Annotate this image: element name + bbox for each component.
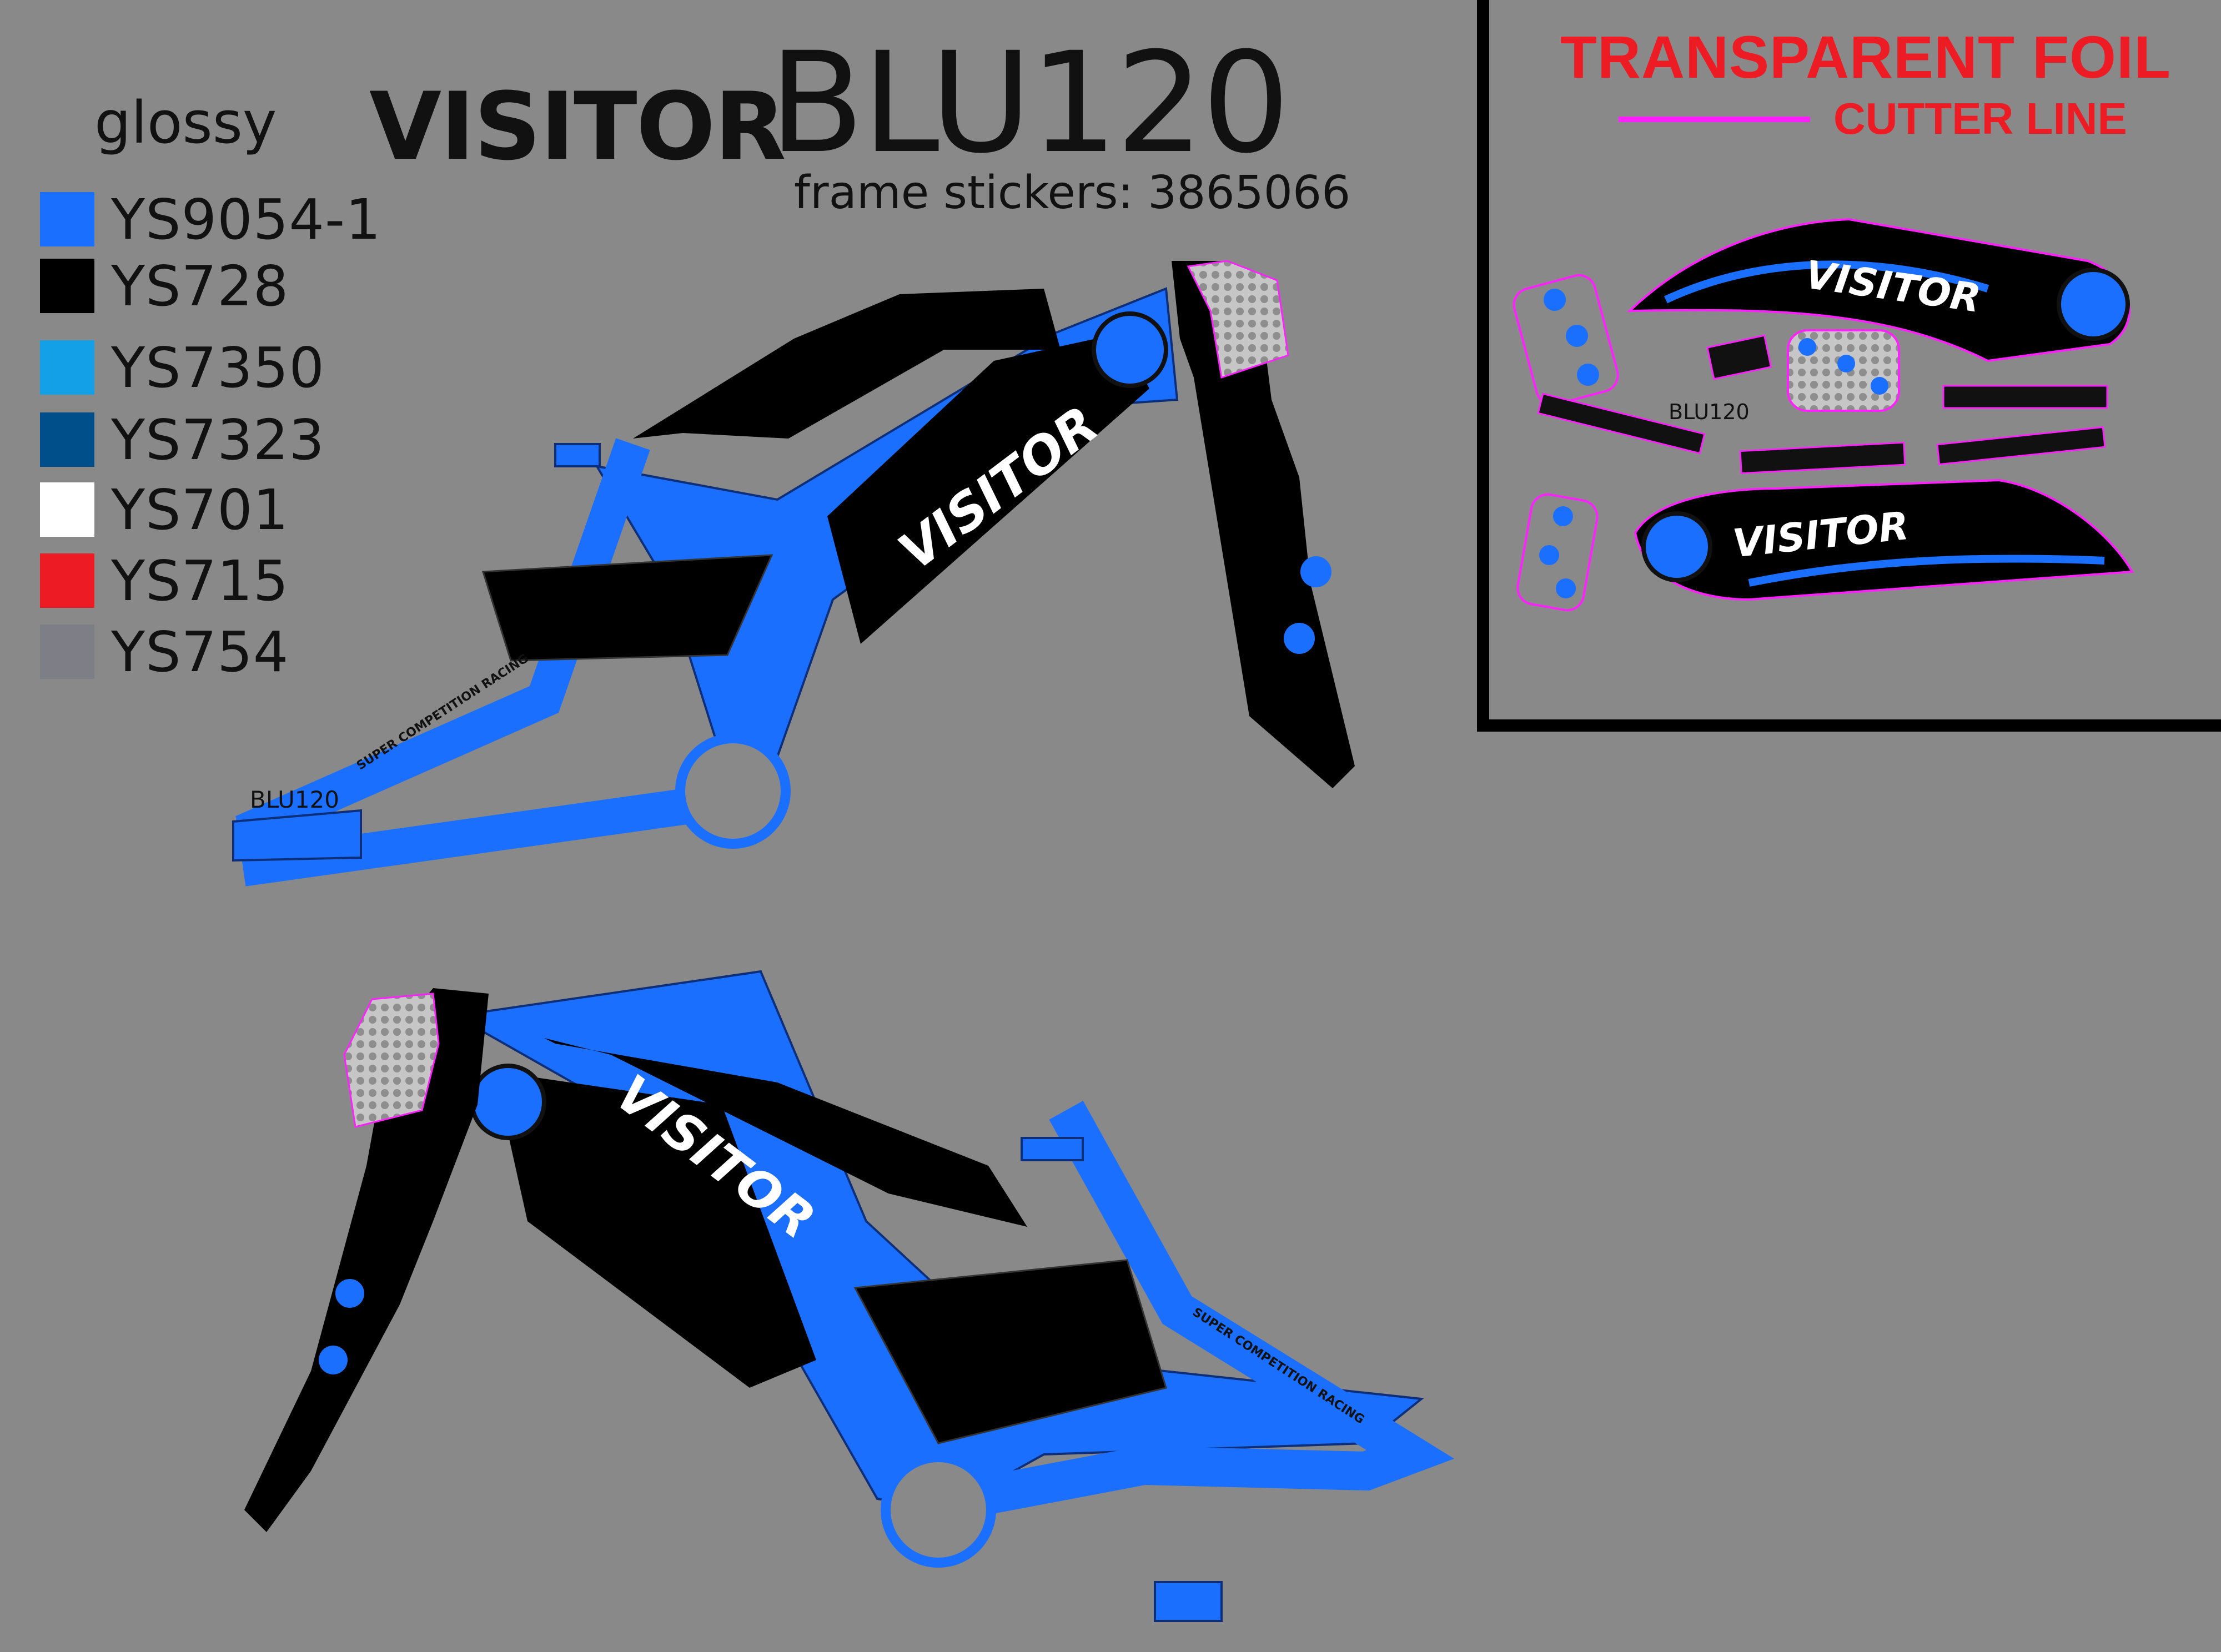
color-swatch xyxy=(40,259,94,313)
slogan-sticker xyxy=(1936,426,2106,466)
cutter-line-label: CUTTER LINE xyxy=(1833,94,2127,143)
color-swatch xyxy=(40,482,94,537)
swatch-row-1: YS9054-1 xyxy=(40,187,381,252)
visitor-downtube-decal xyxy=(827,333,1149,644)
foil-model-label: BLU120 xyxy=(1669,400,1750,424)
paw-sticker xyxy=(1513,274,1619,406)
color-swatch xyxy=(40,624,94,679)
paw-icon xyxy=(1539,545,1559,565)
color-code: YS754 xyxy=(111,619,289,684)
swatch-row-7: YS754 xyxy=(40,620,289,684)
visitor-toptube-decal xyxy=(494,1071,816,1388)
cutter-line-sample xyxy=(1619,117,1810,122)
frame-stickers-code: frame stickers: 3865066 xyxy=(794,167,1351,219)
monster-mascot-icon xyxy=(1641,511,1712,582)
visitor-decal-top: VISITOR xyxy=(1626,218,2130,362)
paw-icon xyxy=(1871,377,1888,395)
color-swatch xyxy=(40,412,94,467)
transparent-foil-panel xyxy=(1477,0,2221,732)
frame-lower: VISITOR SUPER COMPETITION RACING xyxy=(451,970,1455,1622)
paw-icon xyxy=(1284,623,1315,654)
color-swatch xyxy=(40,553,94,608)
paw-icon xyxy=(335,1279,364,1308)
fork-lower xyxy=(244,988,489,1532)
swatch-row-3: YS7350 xyxy=(40,335,325,400)
color-swatch xyxy=(40,192,94,246)
slogan-sticker xyxy=(1537,392,1706,455)
swatch-row-2: YS728 xyxy=(40,254,289,319)
color-code: YS7323 xyxy=(111,407,325,472)
foil-title: TRANSPARENT FOIL xyxy=(1560,23,2171,90)
color-swatch xyxy=(40,340,94,395)
swatch-row-5: YS701 xyxy=(40,477,289,542)
visitor-decal-bottom: VISITOR xyxy=(1634,479,2134,601)
paw-icon xyxy=(1544,289,1566,311)
paw-icon xyxy=(1798,338,1816,356)
paw-icon xyxy=(1553,506,1573,526)
paw-icon xyxy=(1556,578,1576,598)
monster-mascot-icon xyxy=(2057,268,2130,341)
monster-mascot-icon xyxy=(470,1064,546,1140)
paw-icon xyxy=(1566,325,1588,347)
color-code: YS728 xyxy=(111,253,289,319)
paw-icon xyxy=(1837,355,1855,372)
paw-icon xyxy=(1577,364,1599,386)
color-code: YS701 xyxy=(111,477,289,542)
frame-model-label: BLU120 xyxy=(250,786,339,813)
swatch-row-6: YS715 xyxy=(40,548,289,613)
color-code: YS7350 xyxy=(111,335,325,400)
finish-label: glossy xyxy=(94,89,277,157)
monster-mascot-icon xyxy=(1092,311,1168,388)
frame-upper: VISITOR BLU120 SUPER COMPETITION RACING xyxy=(232,287,1179,887)
fork-upper xyxy=(1172,260,1355,788)
visitor-small-sticker xyxy=(1942,385,2108,409)
model-title: BLU120 xyxy=(769,22,1290,184)
color-code: YS715 xyxy=(111,548,289,613)
foil-sticker-sheet: VISITOR VISITOR BLU120 xyxy=(1513,218,2134,612)
paw-icon xyxy=(1300,556,1331,587)
paw-sticker xyxy=(1516,493,1599,612)
color-code: YS9054-1 xyxy=(111,187,381,252)
swatch-row-4: YS7323 xyxy=(40,407,325,472)
paw-icon xyxy=(319,1346,348,1374)
visitor-small-sticker xyxy=(1739,441,1906,475)
manufacturer-label xyxy=(1706,334,1772,380)
brand-title: VISITOR xyxy=(369,72,786,181)
